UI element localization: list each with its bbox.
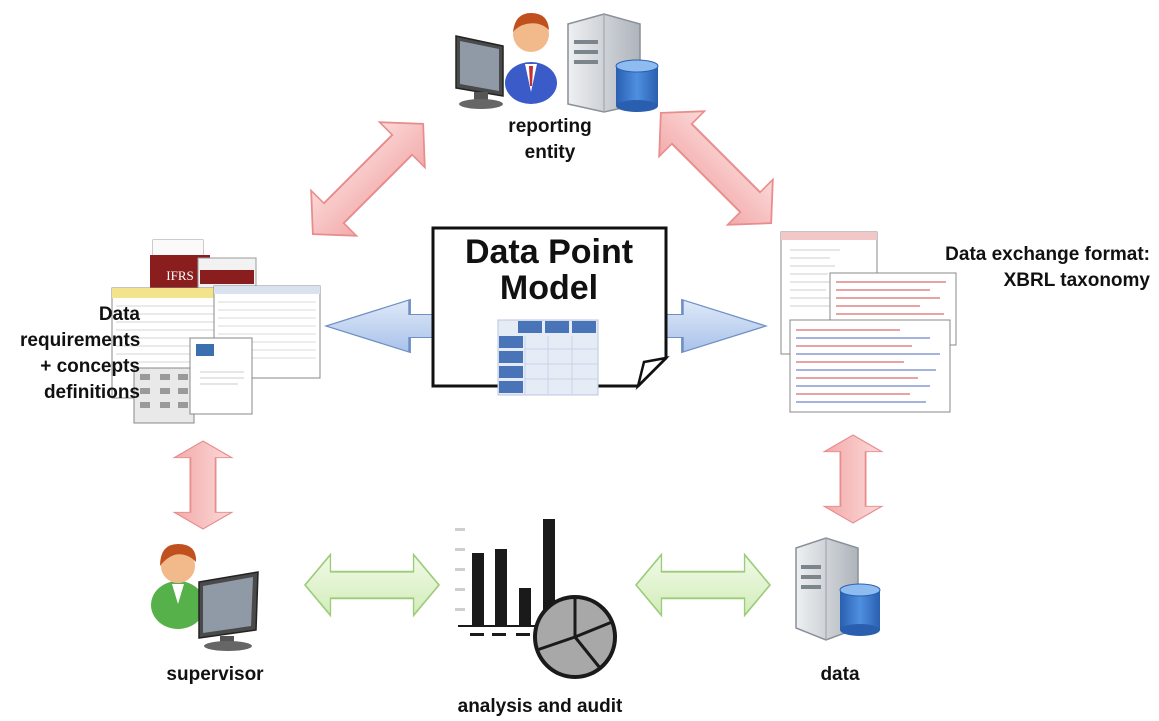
document-stack-icon: IFRS — [111, 239, 321, 424]
exchange-format-line2: XBRL taxonomy — [1003, 270, 1150, 291]
data-requirements-line3: + concepts — [40, 356, 140, 377]
reporting-entity-label: reporting entity — [490, 114, 610, 166]
supervisor-label: supervisor — [166, 664, 264, 685]
ifrs-cover-text: IFRS — [166, 268, 193, 283]
arrow-exchange-data — [823, 434, 883, 524]
arrow-analysis-data — [635, 553, 771, 617]
data-server-icon — [795, 537, 881, 641]
exchange-format-line1: Data exchange format: — [945, 244, 1150, 265]
supervisor-icon — [151, 544, 259, 651]
reporting-entity-line1: reporting — [508, 116, 592, 137]
arrow-requirements-supervisor — [173, 440, 233, 530]
data-point-model-box: Data Point Model — [431, 226, 670, 391]
analysis-label: analysis and audit — [457, 696, 623, 717]
arrow-reporting-exchange — [637, 89, 795, 247]
arrow-supervisor-analysis — [304, 553, 440, 617]
dpm-title-line1: Data Point — [465, 233, 633, 271]
data-label: data — [820, 664, 860, 685]
table-grid-icon — [497, 319, 599, 396]
analysis-chart-icon — [455, 519, 617, 679]
xbrl-documents-icon — [780, 231, 957, 413]
reporting-entity-line2: entity — [524, 142, 576, 163]
data-requirements-label: Data requirements + concepts definitions — [20, 302, 140, 406]
dpm-title-line2: Model — [500, 269, 598, 307]
arrow-requirements-reporting — [289, 100, 447, 258]
data-requirements-line1: Data — [98, 304, 140, 325]
data-requirements-line4: definitions — [43, 382, 140, 403]
data-requirements-line2: requirements — [20, 330, 141, 351]
reporting-entity-icon — [455, 13, 659, 113]
exchange-format-label: Data exchange format: XBRL taxonomy — [900, 242, 1150, 294]
